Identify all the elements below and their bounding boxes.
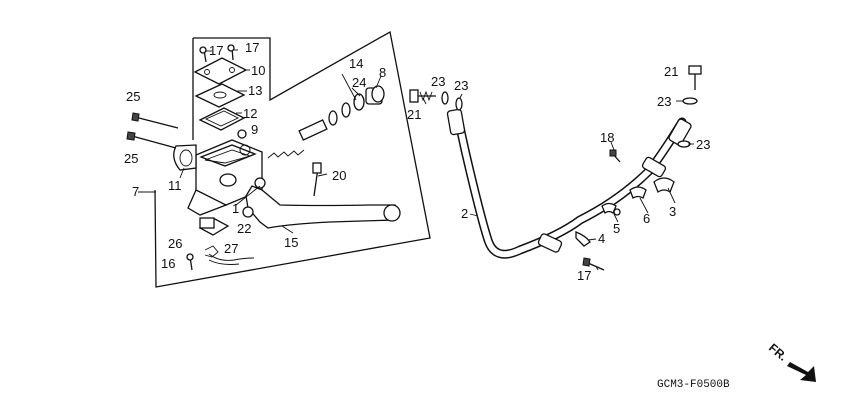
hose-clips — [575, 177, 675, 271]
callout-23c: 23 — [657, 94, 671, 109]
reservoir-cap-group — [193, 44, 248, 131]
callout-25b: 25 — [124, 151, 138, 166]
diagram-code: GCM3-F0500B — [657, 379, 730, 391]
callout-1: 1 — [232, 201, 239, 216]
callout-19: 18 — [600, 130, 614, 145]
callout-25a: 25 — [126, 89, 140, 104]
callout-26: 26 — [168, 236, 182, 251]
callout-9: 9 — [251, 122, 258, 137]
callout-8: 8 — [379, 65, 386, 80]
callout-5: 5 — [613, 221, 620, 236]
callout-16: 17 — [577, 268, 591, 283]
callout-21a: 21 — [407, 107, 421, 122]
callout-18: 16 — [161, 256, 175, 271]
callout-23d: 23 — [696, 137, 710, 152]
piston-set — [267, 85, 385, 159]
brake-switch-group — [186, 217, 255, 271]
callout-6: 6 — [643, 211, 650, 226]
leader-lines — [138, 49, 694, 271]
callout-3: 3 — [669, 204, 676, 219]
callout-10: 10 — [251, 63, 265, 78]
callout-17a: 17 — [209, 43, 223, 58]
callout-labels: 17 17 10 13 12 9 14 24 8 25 25 11 7 1 20… — [124, 40, 710, 283]
bleeder-valve — [609, 149, 621, 163]
callout-7: 7 — [132, 184, 139, 199]
callout-2: 2 — [461, 206, 468, 221]
front-direction-arrow: FR. — [766, 341, 816, 382]
callout-22: 22 — [237, 221, 251, 236]
callout-4: 4 — [598, 231, 605, 246]
brake-hose — [446, 108, 692, 259]
fr-arrow-icon — [787, 362, 816, 382]
callout-27: 27 — [224, 241, 238, 256]
banjo-bolt-left — [409, 89, 463, 111]
callout-20: 20 — [332, 168, 346, 183]
callout-24: 24 — [352, 75, 366, 90]
master-cylinder-body — [173, 129, 266, 216]
fr-label: FR. — [766, 341, 790, 364]
callout-11: 11 — [168, 178, 182, 193]
callout-23b: 23 — [454, 78, 468, 93]
callout-13: 13 — [248, 83, 262, 98]
callout-12: 12 — [243, 106, 257, 121]
callout-15: 15 — [284, 235, 298, 250]
brake-lever — [242, 162, 401, 229]
callout-21b: 21 — [664, 64, 678, 79]
callout-23a: 23 — [431, 74, 445, 89]
clamp-bolts — [126, 112, 179, 149]
assembly-outline — [154, 30, 431, 288]
callout-14: 14 — [349, 56, 363, 71]
callout-17b: 17 — [245, 40, 259, 55]
